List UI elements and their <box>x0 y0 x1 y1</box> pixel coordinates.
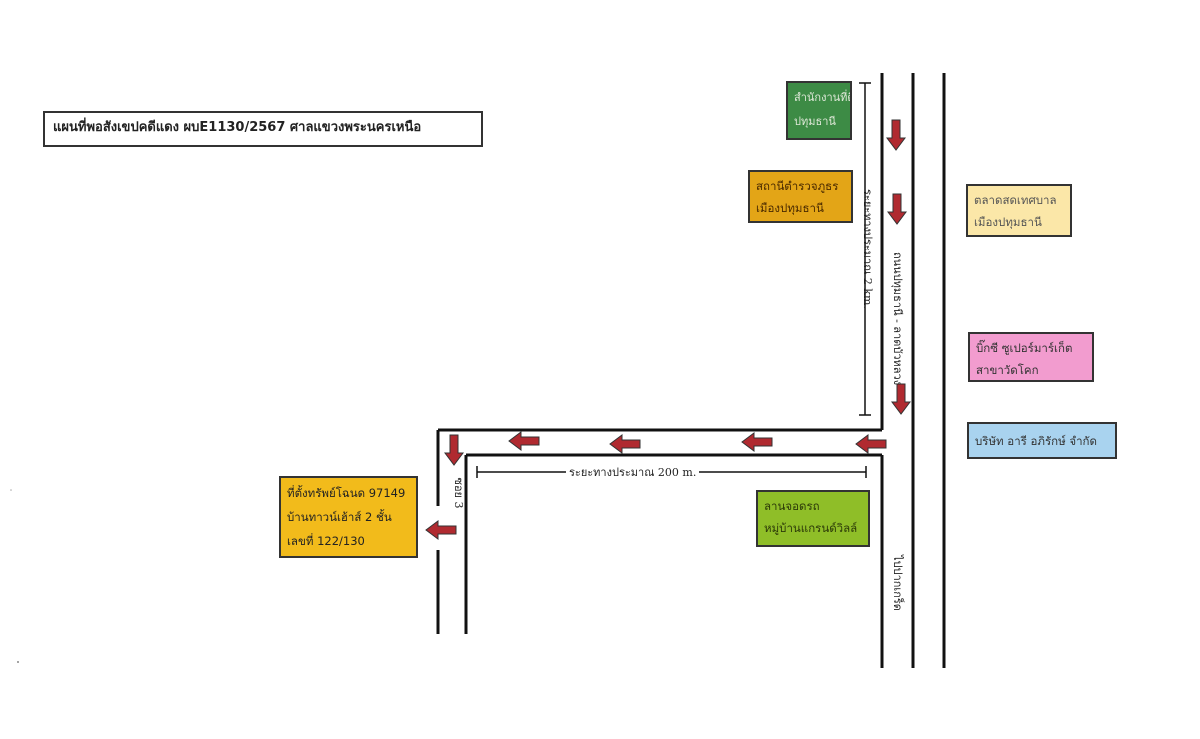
distance-label-2km: ระยะทางประมาณ 2 km. <box>861 189 874 309</box>
landmark-label: สถานีตำรวจภูธร <box>756 179 839 193</box>
route-arrow-left-4 <box>508 431 540 451</box>
landmark-supermarket: บิ๊กซี ซูเปอร์มาร์เก็ต สาขาวัดโคก <box>968 332 1094 382</box>
property-location: ที่ตั้งทรัพย์โฉนด 97149 บ้านทาวน์เฮ้าส์ … <box>279 476 418 558</box>
scan-speck <box>10 489 12 491</box>
road-direction-label: ไปปากเกร็ด <box>891 555 904 611</box>
landmark-company: บริษัท อารี อภิรักษ์ จำกัด <box>967 422 1117 459</box>
soi-label: ซอย 3 <box>452 477 465 509</box>
landmark-label: หมู่บ้านแกรนด์วิลล์ <box>764 521 858 535</box>
route-arrow-down-1 <box>886 119 906 151</box>
landmark-label: สำนักงานที่ดิน <box>794 91 850 104</box>
scan-speck <box>17 661 19 663</box>
landmark-label: สาขาวัดโคก <box>976 363 1039 377</box>
distance-label-200m: ระยะทางประมาณ 200 m. <box>566 463 700 481</box>
route-arrow-left-property <box>425 520 457 540</box>
property-label: ที่ตั้งทรัพย์โฉนด 97149 <box>287 486 406 500</box>
landmark-label: ตลาดสดเทศบาล <box>974 193 1057 207</box>
main-road-label: ถนนปทุมธานี - ลาดบัวหลวง <box>891 252 904 386</box>
property-label: บ้านทาวน์เฮ้าส์ 2 ชั้น <box>287 510 392 524</box>
route-arrow-left-2 <box>741 432 773 452</box>
landmark-label: ลานจอดรถ <box>764 499 820 513</box>
route-arrow-left-3 <box>609 434 641 454</box>
route-arrow-down-2 <box>887 193 907 225</box>
landmark-label: เมืองปทุมธานี <box>974 215 1042 229</box>
landmark-label: ปทุมธานี <box>794 115 836 128</box>
landmark-village-parking: ลานจอดรถ หมู่บ้านแกรนด์วิลล์ <box>756 490 870 547</box>
landmark-label: บิ๊กซี ซูเปอร์มาร์เก็ต <box>976 341 1073 355</box>
property-label: เลขที่ 122/130 <box>287 534 365 548</box>
landmark-land-office: สำนักงานที่ดิน ปทุมธานี <box>786 81 852 140</box>
landmark-label: เมืองปทุมธานี <box>756 201 824 215</box>
route-arrow-down-soi <box>444 434 464 466</box>
landmark-police-station: สถานีตำรวจภูธร เมืองปทุมธานี <box>748 170 853 223</box>
map-title: แผนที่พอสังเขปคดีแดง ผบE1130/2567 ศาลแขว… <box>43 111 483 147</box>
route-arrow-down-3 <box>891 383 911 415</box>
landmark-fresh-market: ตลาดสดเทศบาล เมืองปทุมธานี <box>966 184 1072 237</box>
route-arrow-left-1 <box>855 434 887 454</box>
landmark-label: บริษัท อารี อภิรักษ์ จำกัด <box>975 434 1097 448</box>
